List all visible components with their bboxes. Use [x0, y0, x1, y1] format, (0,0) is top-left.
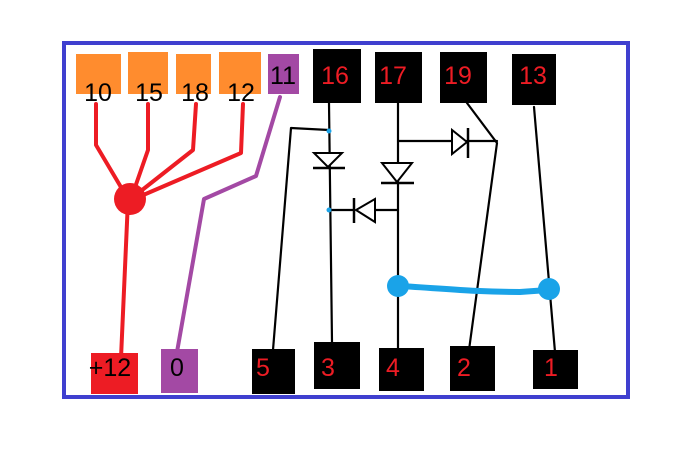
pin-16-box [313, 49, 361, 103]
pin-18-box [176, 54, 211, 94]
blue-jumper-end-right [538, 278, 560, 300]
black-circuit [271, 101, 557, 354]
wire-10 [94, 102, 130, 201]
red-wires [94, 102, 245, 360]
pin-3-box [314, 342, 360, 389]
pin-2-label: 2 [457, 354, 471, 382]
pin-0: 0 [161, 349, 198, 393]
pin-1-label: 1 [544, 354, 558, 382]
pin-16-label: 16 [321, 62, 349, 90]
pin-3-label: 3 [321, 354, 335, 382]
pin-0-label: 0 [170, 354, 184, 382]
pin-3: 3 [314, 342, 360, 389]
pin-19-box [440, 52, 487, 103]
wire-15 [130, 102, 150, 198]
diode-triangle [451, 127, 469, 157]
pin-16: 16 [313, 49, 361, 103]
junction-dot [326, 207, 332, 213]
pin-4-label: 4 [386, 354, 400, 382]
pin-plus12-label: +12 [89, 354, 131, 382]
pin-19: 19 [440, 52, 487, 103]
pin-12: 12 [219, 52, 261, 107]
pin-10-box [76, 54, 121, 94]
pin-5-label: 5 [256, 354, 270, 382]
pin-15: 15 [128, 52, 168, 107]
pin-plus12: +12 [89, 353, 138, 394]
pin-12-box [219, 52, 261, 94]
pin-4-box [379, 348, 424, 391]
purple-wire-11-to-0 [175, 95, 282, 354]
diode-triangle [354, 197, 376, 224]
pin-1-box [533, 350, 578, 389]
pin-15-box [128, 52, 168, 94]
pin-13: 13 [512, 54, 556, 105]
pin-11-label: 11 [270, 62, 296, 90]
wire-12 [132, 102, 245, 201]
pin-17-label: 17 [379, 62, 407, 90]
pin-5-box [252, 349, 295, 394]
diode-to-3-line [352, 197, 376, 224]
diode-to-19 [451, 127, 470, 158]
pin-13-box [512, 54, 556, 105]
pin-10: 10 [76, 54, 121, 107]
wire-19-to-2 [465, 101, 499, 352]
pin-18: 18 [176, 54, 211, 107]
pin-11: 11 [268, 54, 299, 94]
diode-triangle [379, 162, 415, 184]
blue-jumper-end-left [387, 275, 409, 297]
pin-2: 2 [450, 346, 495, 391]
wire-16-to-3 [327, 101, 334, 344]
blue-jumper-wire [395, 283, 551, 296]
junction-dot [326, 128, 332, 134]
red-junction-hub [114, 183, 146, 215]
pin-5: 5 [252, 349, 295, 394]
wire-18 [130, 102, 198, 200]
diagram-frame [62, 41, 630, 399]
pin-plus12-box [91, 353, 138, 394]
pin-19-label: 19 [444, 62, 472, 90]
pin-10-label: 10 [84, 79, 112, 107]
diode-triangle [311, 152, 345, 169]
pin-4: 4 [379, 348, 424, 391]
pin-1: 1 [533, 350, 578, 389]
wire-5-to-16 [271, 126, 331, 352]
diode-on-17-line [379, 162, 415, 185]
diode-on-16-line [311, 152, 345, 170]
pin-17-box [375, 52, 422, 103]
pin-0-box [161, 349, 198, 393]
pin-17: 17 [375, 52, 422, 103]
wire-hub-to-plus12 [119, 198, 130, 360]
pin-13-label: 13 [519, 62, 547, 90]
pin-11-box [268, 54, 299, 94]
pin-12-label: 12 [227, 79, 255, 107]
pin-2-box [450, 346, 495, 391]
wire-13-to-1 [532, 105, 557, 354]
